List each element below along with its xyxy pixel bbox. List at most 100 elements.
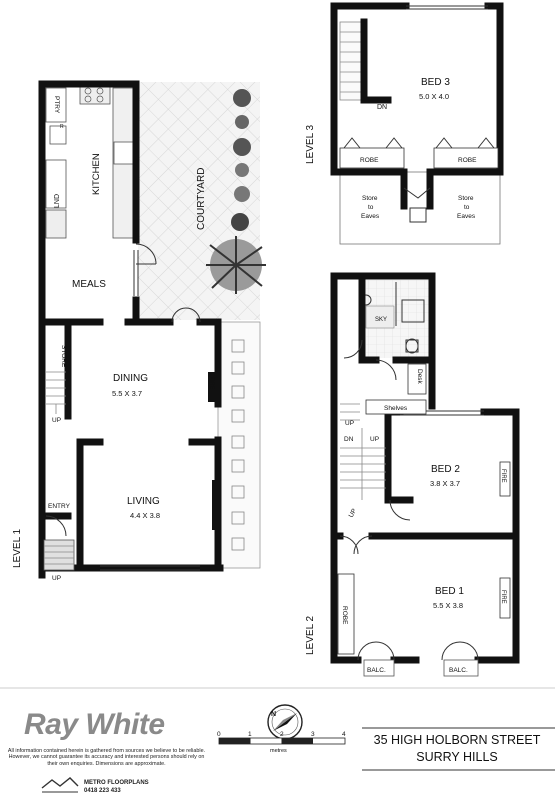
room-dim-bed1: 5.5 X 3.8 (433, 601, 463, 610)
cooktop (79, 85, 111, 105)
robe-bed1 (337, 573, 355, 655)
label-shelves: Shelves (384, 405, 408, 412)
stair-label-dn-l3: DN (377, 104, 387, 111)
plant-icon (231, 213, 249, 231)
scale-tick: 0 (217, 731, 221, 738)
label-store-left: Store to Eaves (361, 195, 380, 220)
svg-text:Eaves: Eaves (457, 213, 476, 220)
property-address: 35 HIGH HOLBORN STREET SURRY HILLS (362, 732, 552, 766)
level-1-plan: PTRY R KITCHEN LND COURTYARD MEALS STORE… (12, 80, 266, 582)
level-1-windows (100, 250, 200, 571)
stair-label-up: UP (52, 417, 61, 424)
disclaimer-text: All information contained herein is gath… (7, 748, 206, 767)
scale-bar: 0 1 2 3 4 metres (217, 731, 346, 754)
internal-stair-l2 (340, 403, 386, 500)
level-2-plan: SKY Desk Shelves UP DN UP UP BED 2 3.8 X… (305, 272, 520, 677)
plant-icon (234, 186, 250, 202)
stair-label-up-l2-3: UP (348, 508, 359, 519)
robe-left (339, 147, 405, 169)
label-balcony-right: BALC. (449, 667, 468, 674)
room-dim-bed2: 3.8 X 3.7 (430, 479, 460, 488)
svg-text:to: to (464, 204, 470, 211)
room-label-entry: ENTRY (48, 503, 71, 510)
scale-tick: 2 (280, 731, 284, 738)
room-label-courtyard: COURTYARD (196, 168, 207, 230)
room-label-laundry: LND (54, 194, 61, 208)
eaves-storage (339, 171, 501, 245)
scale-tick: 1 (248, 731, 252, 738)
plant-icon (233, 138, 251, 156)
address-line-1: 35 HIGH HOLBORN STREET (373, 733, 541, 747)
stair-label-up-l2-2: UP (370, 436, 379, 443)
scale-tick: 3 (311, 731, 315, 738)
level-2-doors (339, 339, 479, 661)
label-robe-l3-left: ROBE (360, 157, 379, 164)
label-desk: Desk (416, 369, 423, 385)
entry-label-up: UP (52, 575, 61, 582)
credit-phone: 0418 223 433 (84, 788, 121, 794)
bathroom-fixtures (360, 282, 425, 354)
plant-icon (235, 115, 249, 129)
room-dim-dining: 5.5 X 3.7 (112, 389, 142, 398)
plant-icon (233, 89, 251, 107)
svg-text:Store: Store (458, 195, 474, 202)
svg-text:Eaves: Eaves (361, 213, 380, 220)
brand-logo: Ray White (24, 708, 165, 741)
fridge-icon (49, 125, 67, 145)
level-1-doors (45, 243, 201, 537)
plant-icon (235, 163, 249, 177)
entry-stair (43, 539, 75, 571)
pantry-shelf (45, 87, 67, 123)
stair-label-up-l2-1: UP (345, 420, 354, 427)
skylight (365, 305, 395, 329)
room-label-store: STORE (60, 345, 67, 368)
address-line-2: SURRY HILLS (416, 750, 498, 764)
compass-icon: N (267, 704, 303, 740)
laundry-bench (45, 159, 67, 209)
label-fire-l1: FIRE (208, 376, 214, 390)
room-label-dining: DINING (113, 373, 148, 384)
svg-text:Store: Store (362, 195, 378, 202)
appliance-label-fridge: R (60, 124, 64, 130)
shelves (365, 399, 427, 415)
courtyard-plants (206, 89, 266, 294)
room-dim-living: 4.4 X 3.8 (130, 511, 160, 520)
room-label-bed2: BED 2 (431, 464, 460, 475)
internal-stair-l3 (339, 21, 365, 101)
side-path (217, 321, 261, 569)
room-label-bed3: BED 3 (421, 77, 450, 88)
living-chimney (212, 480, 218, 530)
svg-text:N: N (271, 711, 276, 718)
level-2-title: LEVEL 2 (305, 615, 316, 655)
balcony-left (363, 659, 395, 677)
svg-text:to: to (368, 204, 374, 211)
label-robe-l3-right: ROBE (458, 157, 477, 164)
label-store-right: Store to Eaves (457, 195, 476, 220)
metro-floorplans-logo (41, 777, 79, 793)
scale-unit: metres (270, 748, 287, 754)
label-skylight: SKY (375, 317, 387, 323)
room-label-bed1: BED 1 (435, 586, 464, 597)
label-fire-bed1: FIRE (500, 590, 506, 604)
robe-doors-l3 (343, 137, 495, 223)
level-1-title: LEVEL 1 (12, 528, 23, 568)
level-3-title: LEVEL 3 (305, 124, 316, 164)
room-dim-bed3: 5.0 X 4.0 (419, 92, 449, 101)
label-fire-bed2: FIRE (500, 469, 506, 483)
fire-place-bed2 (499, 461, 511, 497)
cooktop-burners (84, 87, 104, 103)
scale-tick: 4 (342, 731, 346, 738)
room-label-living: LIVING (127, 496, 160, 507)
sink-icon (113, 141, 135, 165)
credit-name: METRO FLOORPLANS (84, 780, 149, 786)
level-3-plan: DN BED 3 5.0 X 4.0 ROBE ROBE Store to Ea… (305, 2, 504, 245)
room-label-meals: MEALS (72, 279, 106, 290)
internal-stair-l1 (46, 371, 66, 414)
fire-place-l1 (208, 372, 215, 402)
room-label-pantry: PTRY (53, 96, 60, 114)
laundry-tub (45, 209, 67, 239)
stair-label-dn-l2: DN (344, 436, 354, 443)
fire-place-bed1 (499, 577, 511, 619)
robe-right (433, 147, 499, 169)
